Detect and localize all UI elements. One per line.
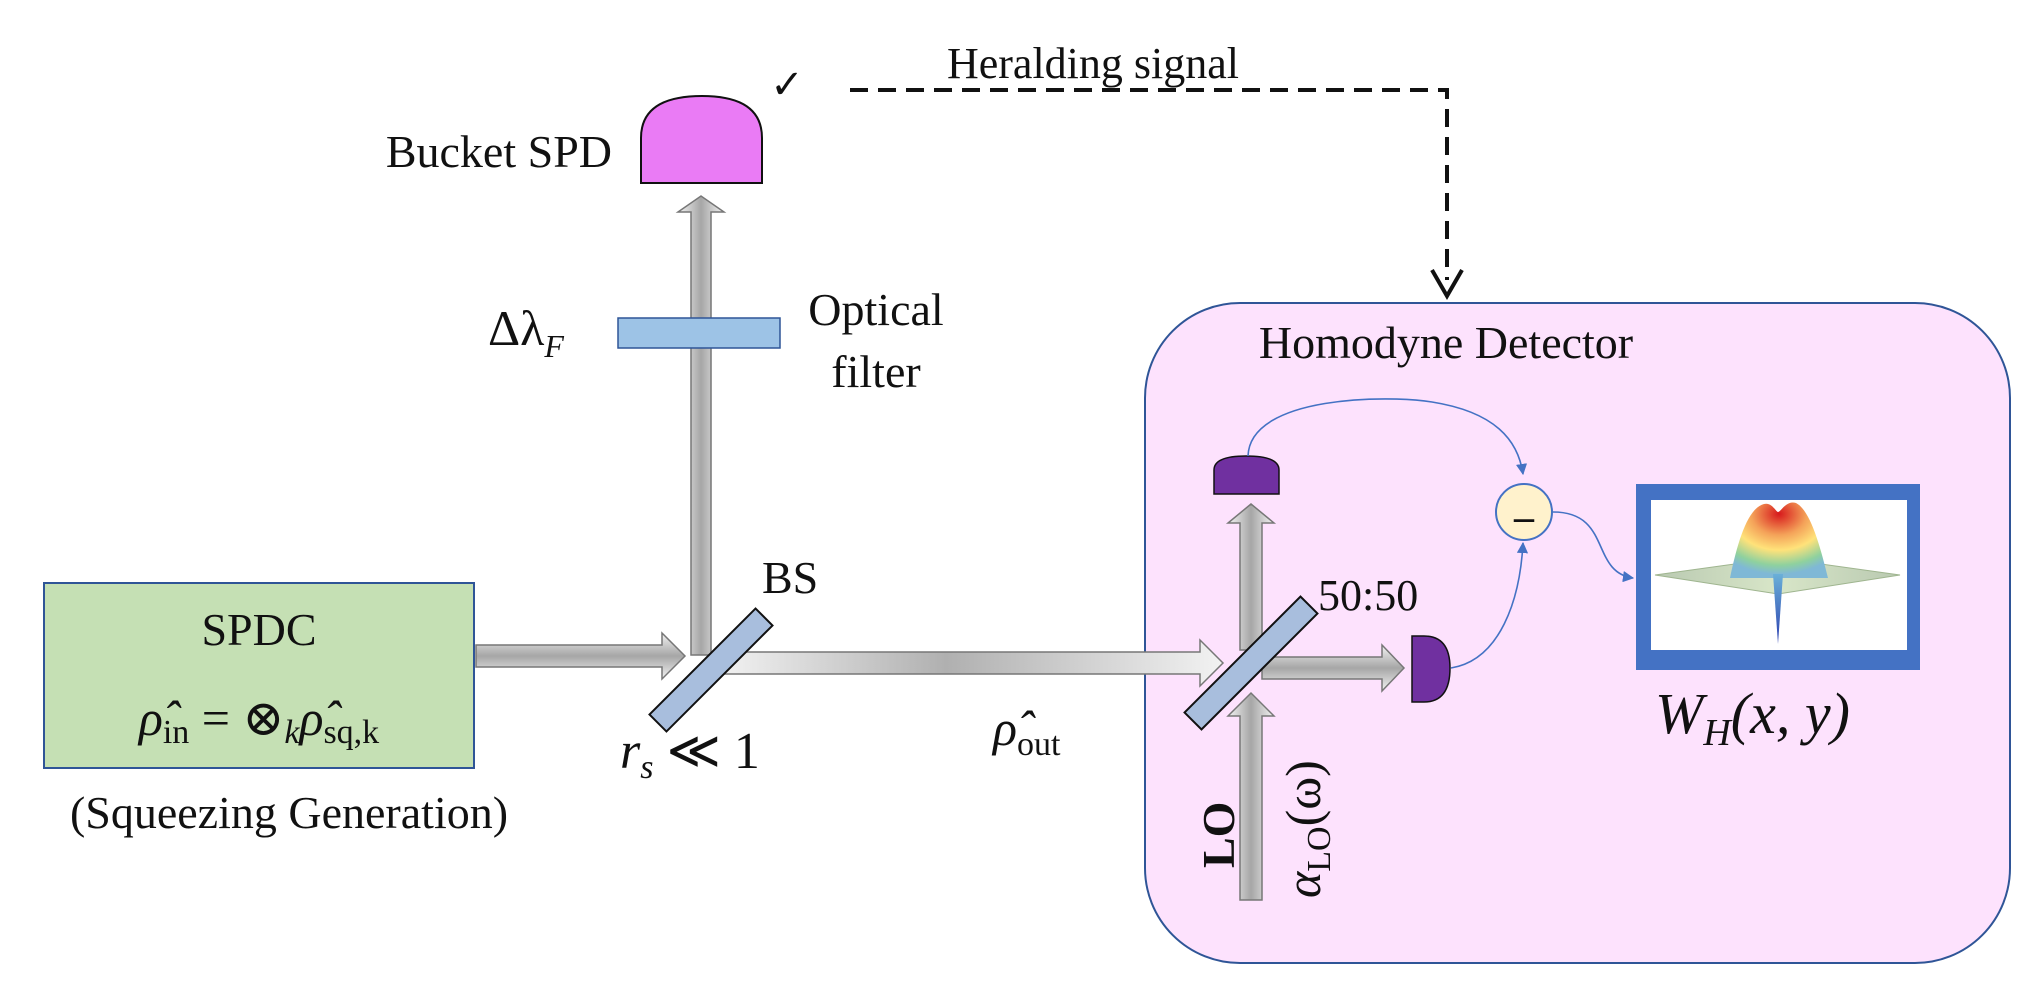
rs-label: rs ≪ 1: [620, 723, 760, 786]
bucket-spd-detector: [640, 94, 763, 184]
rho-out-label: ρ̂out: [991, 700, 1061, 763]
bucket-spd-label: Bucket SPD: [386, 126, 612, 177]
bs-label: BS: [762, 552, 818, 603]
rho-in-equation: ρ̂in = ⊗kρ̂sq,k: [137, 690, 379, 751]
optical-filter-label-line1: Optical: [808, 284, 943, 335]
lo-beam-arrow: [1226, 691, 1276, 901]
lower-signal-line: [1450, 541, 1529, 669]
heralding-signal-line: [850, 88, 1449, 280]
rho-out-beam-arrow: [719, 638, 1225, 688]
ratio-5050-label: 50:50: [1318, 571, 1418, 620]
alpha-lo-label: αLO(ω): [1275, 760, 1338, 898]
heralding-arrowhead: [1430, 269, 1464, 301]
homodyne-detector-box: [1144, 302, 2011, 964]
wigner-function-label: WH(x, y): [1655, 681, 1850, 754]
wigner-function-plot: [1654, 502, 1901, 644]
herald-beam-arrow: [675, 195, 727, 656]
check-mark: ✓: [770, 62, 804, 107]
upper-photodiode: [1213, 455, 1280, 495]
right-output-beam-arrow: [1261, 643, 1406, 693]
tapping-beamsplitter: [648, 607, 774, 733]
optical-filter-label-line2: filter: [831, 346, 920, 397]
lower-photodiode: [1411, 635, 1451, 703]
homodyne-detector-label: Homodyne Detector: [1259, 317, 1633, 368]
subtractor-node: [1495, 483, 1553, 541]
homodyne-beamsplitter: [1183, 595, 1319, 731]
upper-signal-line: [1247, 398, 1528, 476]
spdc-output-beam-arrow: [475, 631, 687, 681]
optical-filter: [617, 317, 781, 349]
squeezing-generation-label: (Squeezing Generation): [70, 787, 508, 838]
upper-output-beam-arrow: [1225, 503, 1277, 651]
spdc-title: SPDC: [201, 604, 316, 655]
heralding-signal-label: Heralding signal: [947, 39, 1239, 88]
spdc-box: [43, 582, 475, 769]
difference-signal-line: [1552, 511, 1635, 583]
lo-label: LO: [1193, 802, 1244, 868]
delta-lambda-label: ΔλF: [488, 300, 564, 364]
subtractor-minus: –: [1513, 494, 1535, 539]
